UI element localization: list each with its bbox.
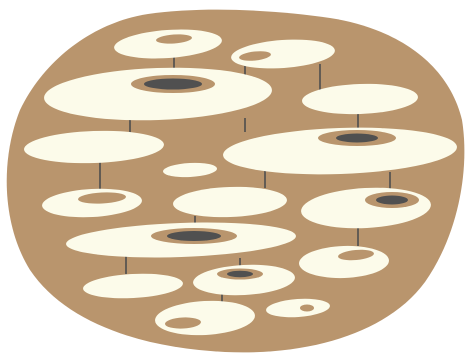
dark-oval-core (167, 231, 221, 241)
dark-oval-core (227, 271, 253, 277)
dark-oval-core (144, 79, 202, 90)
tan-inner-oval (300, 305, 314, 312)
dark-oval-core (336, 134, 378, 143)
dark-oval-core (376, 196, 408, 205)
